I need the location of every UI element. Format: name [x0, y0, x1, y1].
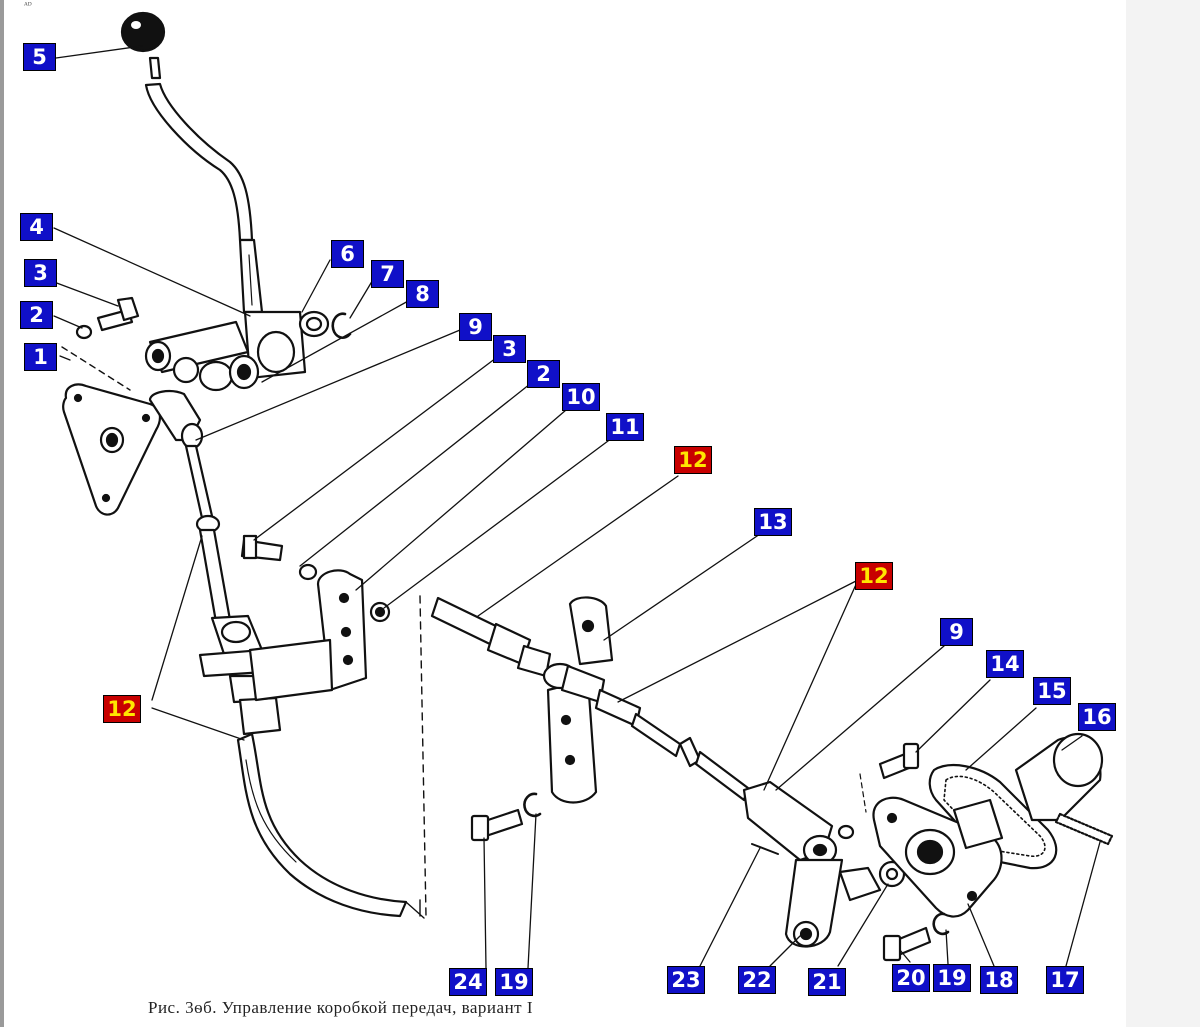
callout-6[interactable]: 6 — [331, 240, 364, 268]
flange-assembly — [872, 732, 1114, 962]
callout-14[interactable]: 14 — [986, 650, 1024, 678]
callout-19[interactable]: 19 — [933, 964, 971, 992]
gear-lever — [120, 11, 264, 314]
callout-2[interactable]: 2 — [20, 301, 53, 329]
callout-12[interactable]: 12 — [855, 562, 893, 590]
callout-9[interactable]: 9 — [459, 313, 492, 341]
callout-22[interactable]: 22 — [738, 966, 776, 994]
cable-assembly — [430, 596, 906, 948]
callout-7[interactable]: 7 — [371, 260, 404, 288]
right-margin-panel — [1126, 0, 1200, 1027]
callout-3[interactable]: 3 — [493, 335, 526, 363]
callout-13[interactable]: 13 — [754, 508, 792, 536]
gearbox-control-drawing — [53, 11, 1114, 969]
callout-17[interactable]: 17 — [1046, 966, 1084, 994]
callout-9[interactable]: 9 — [940, 618, 973, 646]
callout-21[interactable]: 21 — [808, 968, 846, 996]
callout-5[interactable]: 5 — [23, 43, 56, 71]
callout-3[interactable]: 3 — [24, 259, 57, 287]
leader-lines — [53, 45, 1101, 969]
callout-24[interactable]: 24 — [449, 968, 487, 996]
callout-4[interactable]: 4 — [20, 213, 53, 241]
lever-support — [75, 296, 352, 392]
callout-2[interactable]: 2 — [527, 360, 560, 388]
callout-23[interactable]: 23 — [667, 966, 705, 994]
callout-8[interactable]: 8 — [406, 280, 439, 308]
callout-19[interactable]: 19 — [495, 968, 533, 996]
callout-16[interactable]: 16 — [1078, 703, 1116, 731]
callout-11[interactable]: 11 — [606, 413, 644, 441]
phantom-line — [419, 595, 427, 917]
callout-20[interactable]: 20 — [892, 964, 930, 992]
lever-knob — [120, 11, 166, 53]
callout-10[interactable]: 10 — [562, 383, 600, 411]
figure-caption: Рис. 3ѳб. Управление коробкой передач, в… — [148, 998, 534, 1017]
corner-mark: ᴬᴰ — [24, 0, 32, 10]
callout-12[interactable]: 12 — [103, 695, 141, 723]
callout-18[interactable]: 18 — [980, 966, 1018, 994]
callout-1[interactable]: 1 — [24, 343, 57, 371]
angle-bracket — [240, 534, 391, 702]
left-frame-border — [0, 0, 4, 1027]
callout-15[interactable]: 15 — [1033, 677, 1071, 705]
callout-12[interactable]: 12 — [674, 446, 712, 474]
mounting-plate — [61, 346, 162, 516]
bracket-fasteners — [470, 792, 542, 842]
